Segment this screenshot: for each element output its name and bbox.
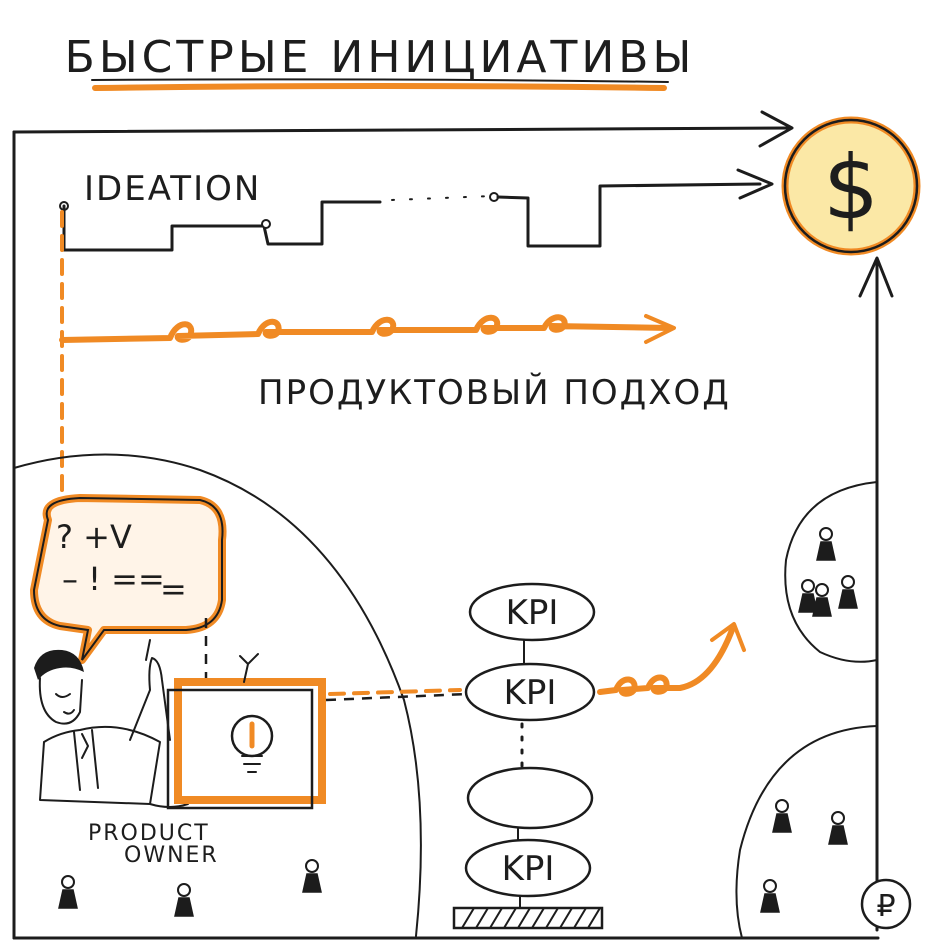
product-approach-arrow bbox=[59, 314, 673, 343]
ruble-symbol: ₽ bbox=[876, 889, 895, 924]
dollar-symbol: $ bbox=[823, 136, 879, 239]
ideation-step-line-1 bbox=[62, 200, 382, 252]
product-owner-line-2: OWNER bbox=[124, 843, 219, 868]
person-icon bbox=[816, 527, 836, 561]
kpi-stack: KPI KPI KPI bbox=[452, 582, 604, 930]
kpi-base bbox=[452, 906, 604, 930]
title-underline-ink bbox=[91, 78, 669, 83]
person-icon bbox=[812, 583, 832, 617]
main-frame bbox=[12, 110, 894, 940]
growth-arrow bbox=[597, 622, 746, 697]
kpi-node-4: KPI bbox=[464, 838, 592, 898]
idea-box bbox=[166, 653, 326, 810]
kpi-node-2: KPI bbox=[464, 662, 596, 722]
lightbulb-icon bbox=[230, 714, 274, 773]
speech-line-1: ? +V bbox=[56, 518, 132, 556]
person-icon bbox=[302, 859, 322, 893]
person-icon bbox=[838, 575, 858, 609]
product-approach-flow: ПРОДУКТОВЫЙ ПОДХОД bbox=[59, 314, 731, 413]
title-underline bbox=[92, 83, 667, 91]
diagram-title: БЫСТРЫЕ ИНИЦИАТИВЫ bbox=[65, 32, 696, 83]
product-owner-figure bbox=[34, 639, 189, 808]
title-group: БЫСТРЫЕ ИНИЦИАТИВЫ bbox=[65, 32, 696, 91]
kpi-node-1: KPI bbox=[468, 582, 596, 642]
dollar-coin: $ bbox=[781, 116, 921, 256]
customer-dome-upper bbox=[784, 481, 878, 663]
person-icon bbox=[798, 579, 818, 613]
ruble-coin-icon bbox=[860, 878, 912, 930]
people-group bbox=[58, 527, 858, 917]
product-owner-label: PRODUCT OWNER bbox=[88, 821, 219, 868]
ideation-step-line-2 bbox=[496, 182, 762, 248]
team-dome bbox=[13, 453, 422, 937]
kpi-label-1: KPI bbox=[506, 593, 559, 633]
person-icon bbox=[828, 811, 848, 845]
person-icon bbox=[58, 875, 78, 909]
speech-line-3: = bbox=[160, 570, 187, 608]
kpi-label-4: KPI bbox=[502, 849, 555, 889]
kpi-node-3 bbox=[466, 766, 594, 830]
speech-bubble: ? +V – ! == = bbox=[30, 494, 227, 664]
person-icon bbox=[174, 883, 194, 917]
product-owner-line-1: PRODUCT bbox=[88, 821, 210, 846]
speech-line-2: – ! == bbox=[62, 560, 165, 598]
person-icon bbox=[772, 799, 792, 833]
person-icon bbox=[760, 879, 780, 913]
ideation-label: IDEATION bbox=[84, 169, 261, 209]
customer-dome-lower bbox=[735, 725, 878, 939]
ruble-coin: ₽ bbox=[860, 878, 912, 930]
product-approach-label: ПРОДУКТОВЫЙ ПОДХОД bbox=[258, 372, 731, 413]
box-to-kpi-connector bbox=[328, 688, 462, 696]
kpi-label-2: KPI bbox=[504, 673, 557, 713]
ideation-flow: IDEATION bbox=[59, 168, 774, 252]
